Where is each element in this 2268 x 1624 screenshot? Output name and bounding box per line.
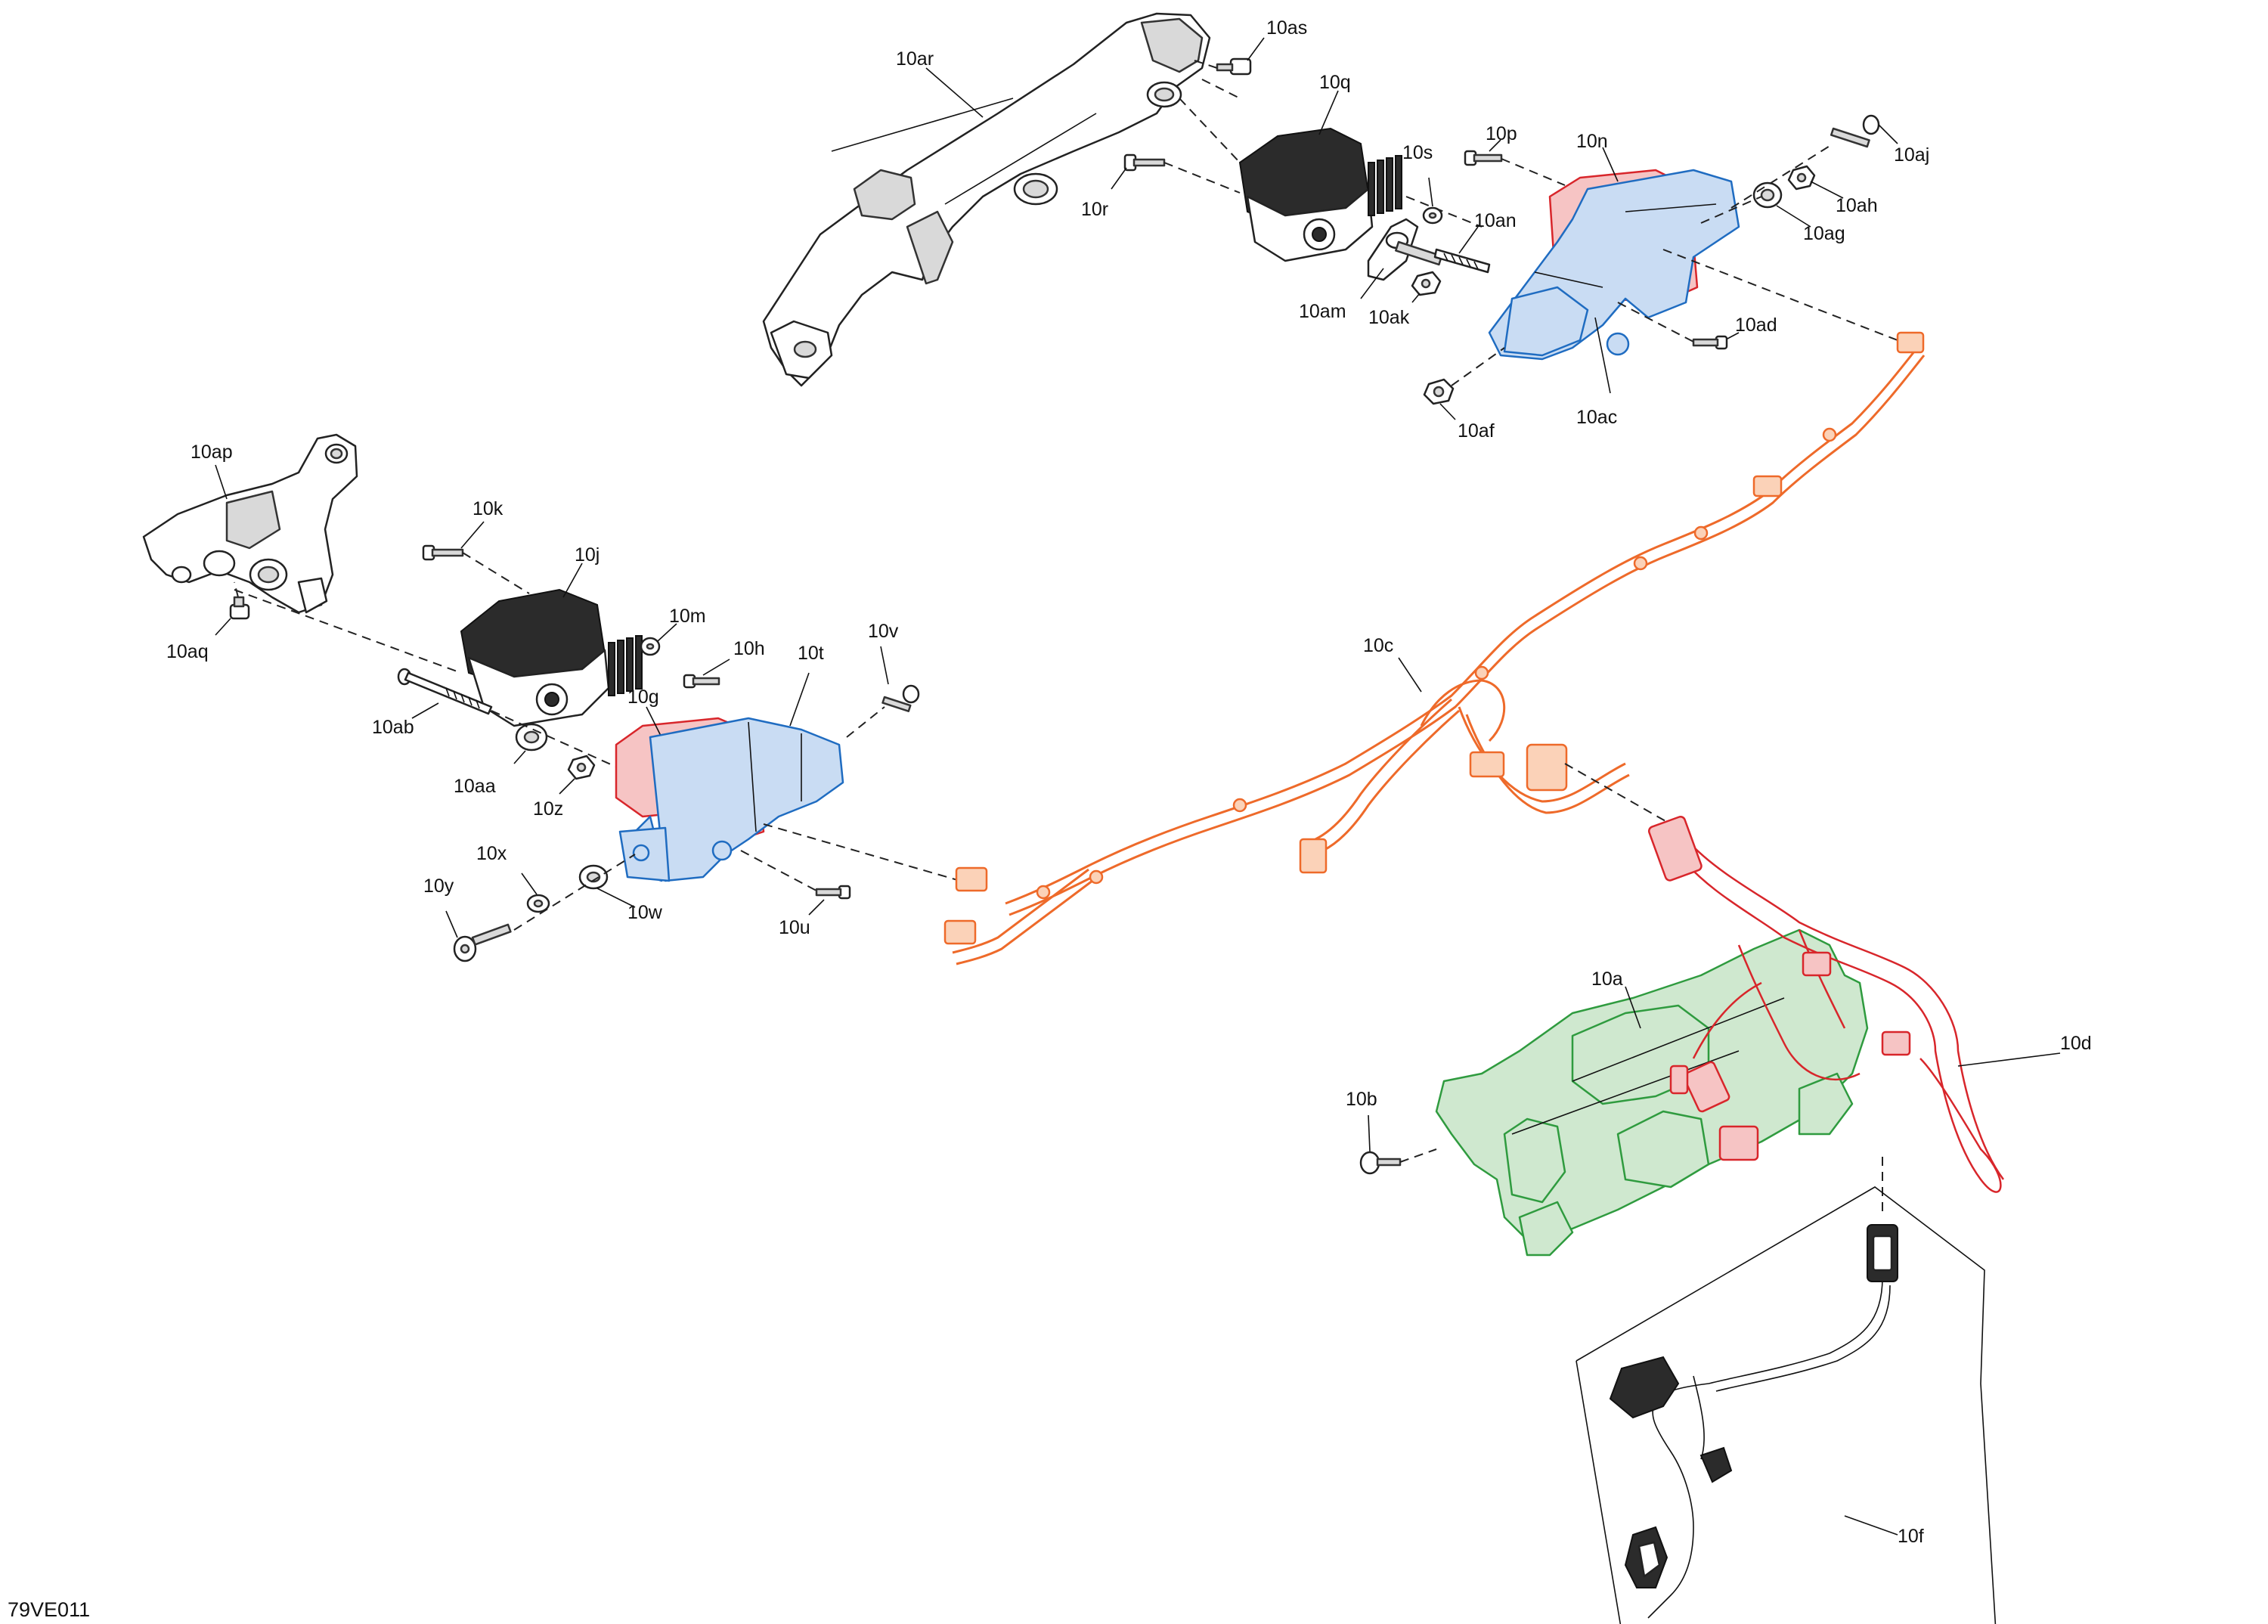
part-10s-washer[interactable] bbox=[1422, 206, 1443, 225]
label-10aa: 10aa bbox=[454, 776, 496, 797]
label-10an: 10an bbox=[1474, 210, 1517, 231]
part-10af-nut[interactable] bbox=[1423, 378, 1455, 405]
part-10p-bolt[interactable] bbox=[1464, 150, 1503, 166]
part-10c-harness[interactable] bbox=[943, 331, 1926, 965]
part-10f-harness[interactable] bbox=[1609, 1224, 1898, 1619]
label-10n: 10n bbox=[1576, 131, 1608, 152]
part-10z-nut[interactable] bbox=[567, 755, 596, 780]
label-10m: 10m bbox=[669, 606, 706, 627]
label-10x: 10x bbox=[476, 843, 507, 864]
part-10aa-bushing[interactable] bbox=[515, 723, 548, 752]
label-10ak: 10ak bbox=[1368, 307, 1410, 328]
label-10ap: 10ap bbox=[191, 442, 233, 463]
part-10j-actuator[interactable] bbox=[460, 588, 643, 727]
part-10ar-bracket[interactable] bbox=[762, 12, 1211, 387]
part-10ab-stud[interactable] bbox=[397, 668, 493, 715]
label-10ar: 10ar bbox=[896, 48, 934, 70]
label-10aj: 10aj bbox=[1894, 144, 1929, 166]
part-10am-spacer[interactable] bbox=[1367, 218, 1443, 281]
leader-10ar bbox=[925, 67, 984, 118]
detail-box-10f bbox=[1576, 1186, 1997, 1624]
part-10r-bolt[interactable] bbox=[1123, 153, 1166, 172]
label-10j: 10j bbox=[575, 544, 600, 566]
part-10q-actuator[interactable] bbox=[1238, 127, 1402, 262]
label-10ab: 10ab bbox=[372, 717, 414, 738]
label-10t: 10t bbox=[798, 643, 824, 664]
part-10an-stud[interactable] bbox=[1433, 248, 1491, 274]
label-10a: 10a bbox=[1591, 969, 1623, 990]
label-10g: 10g bbox=[627, 686, 659, 708]
label-10c: 10c bbox=[1363, 635, 1393, 656]
label-10p: 10p bbox=[1486, 123, 1517, 144]
label-10ad: 10ad bbox=[1735, 315, 1777, 336]
label-10ag: 10ag bbox=[1803, 223, 1845, 244]
label-10k: 10k bbox=[472, 498, 503, 519]
label-10q: 10q bbox=[1319, 72, 1351, 93]
part-10ah-nut[interactable] bbox=[1787, 165, 1816, 191]
label-10u: 10u bbox=[779, 917, 810, 938]
label-10b: 10b bbox=[1346, 1089, 1377, 1110]
part-10ap-bracket[interactable] bbox=[142, 433, 358, 614]
label-10af: 10af bbox=[1458, 420, 1495, 442]
label-10d: 10d bbox=[2060, 1033, 2092, 1054]
part-10a-mount[interactable] bbox=[1435, 928, 1869, 1257]
part-10b-screw[interactable] bbox=[1359, 1151, 1402, 1175]
part-10aj-bolt[interactable] bbox=[1830, 114, 1880, 148]
label-10s: 10s bbox=[1402, 142, 1433, 163]
part-10h-bolt[interactable] bbox=[683, 674, 720, 689]
label-10ac: 10ac bbox=[1576, 407, 1617, 428]
part-10t-bracket[interactable] bbox=[618, 717, 844, 882]
part-10y-bolt[interactable] bbox=[453, 923, 512, 962]
part-10ak-nut[interactable] bbox=[1411, 271, 1442, 296]
label-10f: 10f bbox=[1898, 1526, 1924, 1547]
figure-code: 79VE011 bbox=[8, 1598, 90, 1621]
part-10ad-bolt[interactable] bbox=[1692, 335, 1728, 350]
label-10w: 10w bbox=[627, 902, 663, 923]
label-10v: 10v bbox=[868, 621, 899, 642]
part-10v-bolt[interactable] bbox=[881, 684, 920, 712]
part-10d-harness[interactable] bbox=[1647, 816, 2005, 1193]
label-10z: 10z bbox=[533, 798, 563, 820]
label-10h: 10h bbox=[733, 638, 765, 659]
part-10m-washer[interactable] bbox=[640, 637, 661, 656]
part-10as-bolt[interactable] bbox=[1216, 57, 1252, 76]
label-10aq: 10aq bbox=[166, 641, 209, 662]
label-10r: 10r bbox=[1081, 199, 1108, 220]
part-10u-bolt[interactable] bbox=[815, 885, 851, 900]
part-10k-bolt[interactable] bbox=[422, 544, 464, 561]
part-10w-grommet[interactable] bbox=[578, 864, 609, 890]
part-10x-washer[interactable] bbox=[526, 894, 550, 913]
label-10ah: 10ah bbox=[1836, 195, 1878, 216]
label-10as: 10as bbox=[1266, 17, 1307, 39]
label-10y: 10y bbox=[423, 876, 454, 897]
part-10aq-bolt[interactable] bbox=[229, 596, 250, 620]
label-10am: 10am bbox=[1299, 301, 1346, 322]
part-10ac-bracket[interactable] bbox=[1488, 169, 1740, 361]
part-10ag-bushing[interactable] bbox=[1752, 181, 1783, 209]
